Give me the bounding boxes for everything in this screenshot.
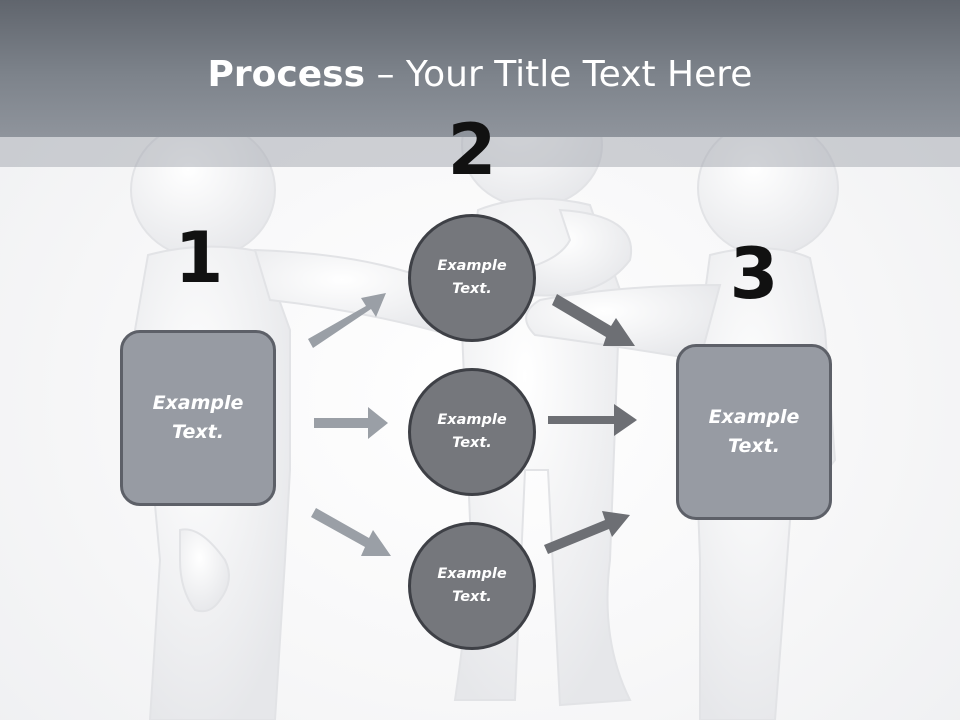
right-text-box: Example Text. bbox=[676, 344, 832, 520]
circle-middle-line2: Text. bbox=[452, 435, 492, 451]
circle-bottom-line1: Example bbox=[437, 566, 507, 582]
left-box-line2: Text. bbox=[172, 421, 224, 443]
step-number-2: 2 bbox=[447, 109, 497, 191]
step-number-3: 3 bbox=[729, 233, 779, 315]
circle-top: Example Text. bbox=[408, 214, 536, 342]
arrow-down-right-left bbox=[311, 508, 391, 556]
title-rest: – Your Title Text Here bbox=[365, 54, 753, 95]
step-number-1: 1 bbox=[174, 217, 224, 299]
arrow-right-right bbox=[548, 404, 637, 436]
arrow-down-right-right bbox=[552, 294, 635, 346]
circle-middle: Example Text. bbox=[408, 368, 536, 496]
arrow-up-right-right bbox=[544, 511, 630, 554]
circle-top-line1: Example bbox=[437, 258, 507, 274]
slide-title: Process – Your Title Text Here bbox=[0, 52, 960, 98]
circle-top-line2: Text. bbox=[452, 281, 492, 297]
title-bar bbox=[0, 0, 960, 137]
title-bold: Process bbox=[207, 54, 366, 95]
arrow-up-right-left bbox=[308, 293, 386, 348]
left-text-box: Example Text. bbox=[120, 330, 276, 506]
circle-bottom: Example Text. bbox=[408, 522, 536, 650]
title-strip bbox=[0, 137, 960, 167]
circle-middle-line1: Example bbox=[437, 412, 507, 428]
circle-bottom-line2: Text. bbox=[452, 589, 492, 605]
right-box-line1: Example bbox=[708, 406, 800, 428]
right-arrows bbox=[544, 294, 637, 554]
left-arrows bbox=[308, 293, 391, 556]
left-box-line1: Example bbox=[152, 392, 244, 414]
right-box-line2: Text. bbox=[728, 435, 780, 457]
arrow-right-left bbox=[314, 407, 388, 439]
